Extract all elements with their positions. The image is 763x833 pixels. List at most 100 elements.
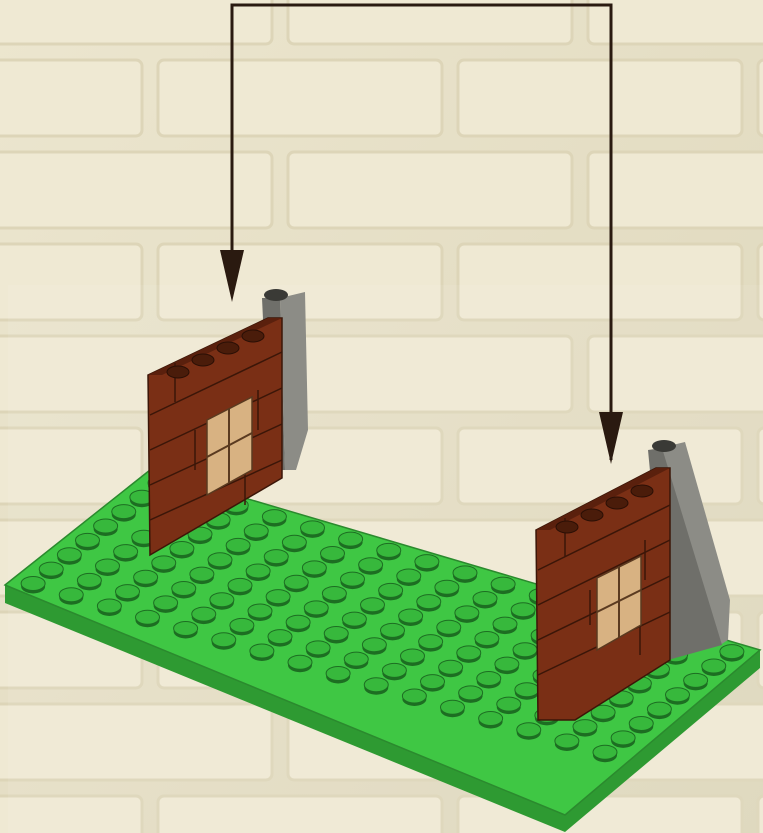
wall-stud bbox=[167, 366, 189, 378]
baseplate-stud bbox=[684, 673, 708, 690]
baseplate-stud bbox=[397, 569, 421, 586]
baseplate-stud bbox=[94, 519, 118, 536]
baseplate-stud bbox=[321, 546, 345, 563]
baseplate-stud bbox=[441, 700, 465, 717]
baseplate-stud bbox=[174, 621, 198, 638]
right-support-stud bbox=[652, 440, 676, 452]
baseplate-stud bbox=[342, 612, 366, 629]
baseplate-stud bbox=[415, 555, 439, 572]
wall-brick bbox=[758, 60, 763, 136]
baseplate-stud bbox=[435, 580, 459, 597]
baseplate-stud bbox=[190, 567, 214, 584]
baseplate-stud bbox=[629, 716, 653, 733]
baseplate-stud bbox=[266, 590, 290, 607]
wall-brick bbox=[458, 60, 742, 136]
baseplate-stud bbox=[361, 598, 385, 615]
baseplate-stud bbox=[611, 731, 635, 748]
baseplate-stud bbox=[419, 635, 443, 652]
baseplate-stud bbox=[459, 686, 483, 703]
baseplate-stud bbox=[97, 599, 121, 616]
baseplate-stud bbox=[477, 671, 501, 688]
baseplate-stud bbox=[339, 532, 363, 549]
baseplate-stud bbox=[362, 638, 386, 655]
baseplate-stud bbox=[304, 601, 328, 618]
baseplate-stud bbox=[341, 572, 365, 589]
baseplate-stud bbox=[497, 697, 521, 714]
baseplate-stud bbox=[286, 615, 310, 632]
baseplate-stud bbox=[479, 711, 503, 728]
baseplate-stud bbox=[301, 521, 325, 538]
baseplate-stud bbox=[666, 688, 690, 705]
baseplate-stud bbox=[172, 581, 196, 598]
wall-brick bbox=[288, 152, 572, 228]
baseplate-stud bbox=[134, 570, 158, 587]
baseplate-stud bbox=[437, 620, 461, 637]
baseplate-stud bbox=[324, 626, 348, 643]
baseplate-stud bbox=[495, 657, 519, 674]
wall-brick bbox=[588, 152, 763, 228]
baseplate-stud bbox=[152, 556, 176, 573]
baseplate-stud bbox=[555, 734, 579, 751]
wall-brick bbox=[0, 60, 142, 136]
baseplate-stud bbox=[473, 591, 497, 608]
wall-brick bbox=[588, 0, 763, 44]
baseplate-stud bbox=[421, 675, 445, 692]
baseplate-stud bbox=[399, 609, 423, 626]
baseplate-stud bbox=[322, 586, 346, 603]
baseplate-stud bbox=[262, 510, 286, 527]
baseplate-stud bbox=[455, 606, 479, 623]
baseplate-stud bbox=[377, 543, 401, 560]
wall-stud bbox=[556, 521, 578, 533]
baseplate-stud bbox=[593, 745, 617, 762]
baseplate-stud bbox=[702, 659, 726, 676]
baseplate-stud bbox=[154, 596, 178, 613]
baseplate-stud bbox=[284, 575, 308, 592]
baseplate-stud bbox=[493, 617, 517, 634]
wall-stud bbox=[242, 330, 264, 342]
wall-brick bbox=[288, 0, 572, 44]
baseplate-stud bbox=[326, 666, 350, 683]
baseplate-stud bbox=[248, 604, 272, 621]
baseplate-stud bbox=[511, 603, 535, 620]
baseplate-stud bbox=[208, 553, 232, 570]
baseplate-stud bbox=[515, 683, 539, 700]
left-support-stud bbox=[264, 289, 288, 301]
baseplate-stud bbox=[401, 649, 425, 666]
baseplate-stud bbox=[439, 660, 463, 677]
baseplate-stud bbox=[59, 588, 83, 605]
baseplate-stud bbox=[21, 576, 45, 593]
baseplate-stud bbox=[720, 645, 744, 662]
baseplate-stud bbox=[114, 545, 138, 562]
baseplate-stud bbox=[364, 678, 388, 695]
baseplate-stud bbox=[491, 577, 515, 594]
wall-stud bbox=[631, 485, 653, 497]
baseplate-stud bbox=[39, 562, 63, 579]
baseplate-stud bbox=[250, 644, 274, 661]
baseplate-stud bbox=[288, 655, 312, 672]
wall-stud bbox=[581, 509, 603, 521]
baseplate-stud bbox=[402, 689, 426, 706]
baseplate-stud bbox=[381, 623, 405, 640]
baseplate-stud bbox=[282, 535, 306, 552]
baseplate-stud bbox=[246, 564, 270, 581]
baseplate-stud bbox=[77, 573, 101, 590]
baseplate-stud bbox=[517, 723, 541, 740]
baseplate-stud bbox=[226, 538, 250, 555]
baseplate-stud bbox=[192, 607, 216, 624]
baseplate-stud bbox=[230, 618, 254, 635]
baseplate-stud bbox=[306, 641, 330, 658]
baseplate-stud bbox=[344, 652, 368, 669]
baseplate-stud bbox=[573, 720, 597, 737]
baseplate-stud bbox=[76, 533, 100, 550]
baseplate-stud bbox=[302, 561, 326, 578]
baseplate-stud bbox=[417, 595, 441, 612]
baseplate-stud bbox=[170, 541, 194, 558]
baseplate-stud bbox=[116, 585, 140, 602]
baseplate-stud bbox=[382, 663, 406, 680]
baseplate-stud bbox=[136, 610, 160, 627]
baseplate-stud bbox=[57, 548, 81, 565]
wall-stud bbox=[192, 354, 214, 366]
baseplate-stud bbox=[513, 643, 537, 660]
